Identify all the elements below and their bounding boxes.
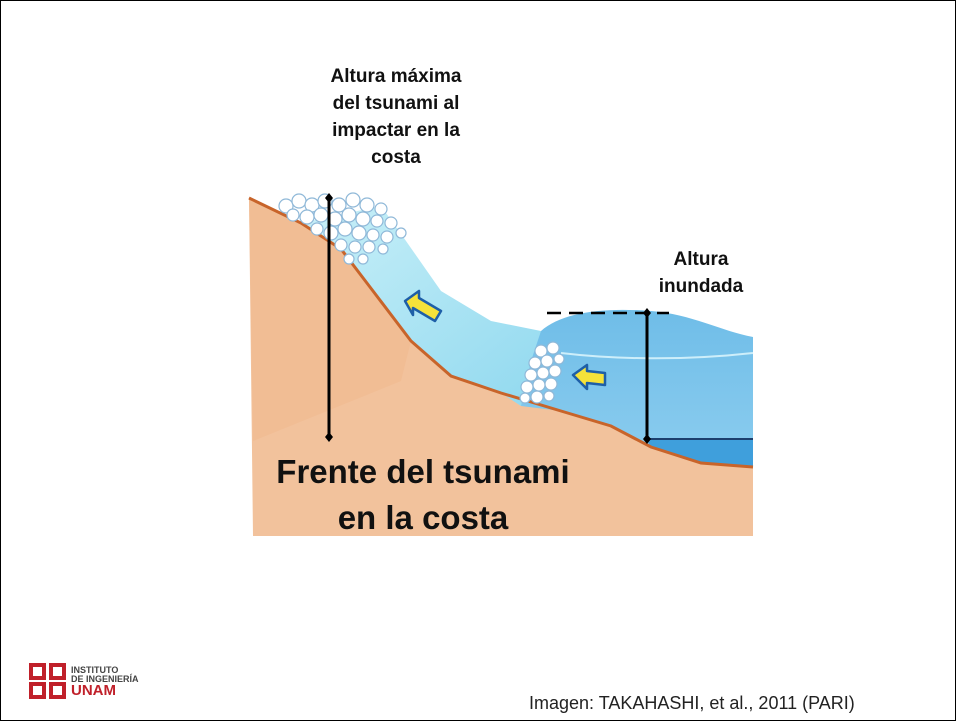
max-height-label-line4: costa xyxy=(371,147,421,168)
sea-surface-line xyxy=(560,352,754,360)
inundated-height-label: Altura inundada xyxy=(631,246,771,300)
image-caption: Imagen: TAKAHASHI, et al., 2011 (PARI) xyxy=(529,693,855,713)
logo-text-line2: DE INGENIERÍA xyxy=(71,674,139,684)
front-label-line2: en la costa xyxy=(337,499,509,536)
max-height-label-line3: impactar en la xyxy=(332,120,460,141)
land-mass xyxy=(249,198,753,536)
max-height-label-line2: del tsunami al xyxy=(332,93,460,114)
flow-arrow-lower xyxy=(571,363,607,391)
logo-text-line1: INSTITUTO xyxy=(71,665,119,675)
max-height-label-line1: Altura máxima xyxy=(330,66,462,87)
front-label-line1: Frente del tsunami xyxy=(276,453,570,490)
inundated-height-measure xyxy=(547,308,669,444)
inundated-label-line2: inundada xyxy=(658,276,744,297)
max-height-measure xyxy=(325,193,333,442)
flow-arrow-upper xyxy=(403,289,443,323)
institute-logo: INSTITUTO DE INGENIERÍA UNAM xyxy=(29,663,159,701)
foam-front xyxy=(519,341,565,404)
logo-text-unam: UNAM xyxy=(71,682,116,699)
logo-mark-icon xyxy=(29,663,66,699)
sea-water xyxy=(521,309,753,467)
coast-line xyxy=(248,196,754,469)
sea-bottom-layer xyxy=(646,439,753,467)
tsunami-front-label: Frente del tsunami en la costa xyxy=(253,449,593,541)
inundated-label-line1: Altura xyxy=(673,249,729,270)
max-height-label: Altura máxima del tsunami al impactar en… xyxy=(301,63,491,171)
